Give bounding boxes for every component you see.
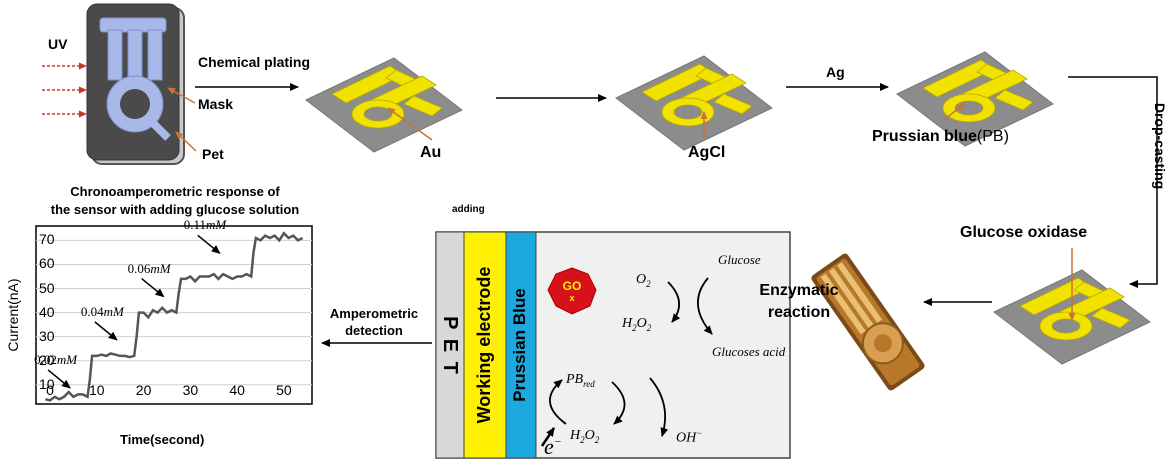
pb-label-bold: Prussian blue: [872, 128, 977, 145]
chart-annotations: [47, 234, 221, 389]
adding-label: adding: [452, 204, 485, 215]
cycle-arrow-pb-left: [549, 379, 567, 425]
x-tick-label: 50: [276, 382, 292, 398]
mask-device: [86, 3, 185, 165]
concentration-annotation: 0.02mM: [34, 351, 78, 367]
annotation-arrow: [141, 277, 165, 298]
pet-pointer: [175, 131, 197, 152]
x-tick-label: 40: [229, 382, 245, 398]
mask-label: Mask: [198, 96, 234, 112]
enzymatic-label-line2: reaction: [767, 304, 831, 321]
pet-label: Pet: [202, 146, 224, 162]
gox-badge: [547, 267, 597, 315]
glucose-acid-label: Glucoses acid: [712, 344, 786, 359]
y-tick-label: 20: [39, 351, 55, 368]
ag-label: Ag: [826, 64, 845, 80]
agcl-label: AgCl: [688, 144, 726, 161]
au-label: Au: [420, 144, 442, 161]
pb-pointer: [943, 103, 965, 121]
uv-rays: [42, 62, 87, 118]
sensor-au: [305, 57, 463, 153]
cycle-arrow-oh: [649, 377, 669, 437]
uv-label: UV: [48, 36, 68, 52]
amperometric-line1: Amperometric: [329, 306, 419, 321]
h2o2-top-label: H2O2: [622, 316, 652, 333]
annotation-arrow: [47, 369, 71, 389]
chart-series-line: [45, 231, 304, 402]
sensor-agcl: [615, 55, 773, 151]
glucose-label: Glucose: [718, 252, 761, 267]
chart-frame: [35, 225, 313, 405]
x-tick-label: 0: [46, 382, 54, 398]
drop-casting-label: Drop-casting: [1152, 102, 1168, 190]
chart-ylabel: Current(nA): [5, 278, 21, 352]
chart-title-line2: the sensor with adding glucose solution: [50, 202, 300, 217]
pb-label-plain: (PB): [976, 128, 1009, 145]
y-tick-label: 40: [39, 303, 55, 320]
x-tick-label: 20: [135, 382, 152, 398]
concentration-annotation: 0.04mM: [80, 303, 124, 319]
y-tick-label: 70: [39, 231, 55, 248]
concentration-annotation: 0.06mM: [127, 260, 171, 276]
glucose-oxidase-label: Glucose oxidase: [960, 224, 1088, 241]
cycle-arrow-pb-right: [611, 381, 626, 425]
layer-stack: [435, 231, 791, 459]
annotation-arrow: [197, 234, 221, 254]
pb-label: Prussian blue(PB): [872, 128, 1009, 146]
cycle-arrow-o2: [667, 281, 681, 323]
chemical-plating-label: Chemical plating: [198, 54, 311, 70]
concentration-annotation: 0.11mM: [183, 217, 227, 233]
pet-layer-label: P E T: [439, 316, 461, 376]
finished-sensor-strip: [811, 253, 925, 391]
o2-label: O2: [636, 272, 651, 289]
cycle-arrow-glucose: [697, 277, 713, 335]
prussian-blue-label: Prussian Blue: [510, 288, 529, 402]
oh-label: OH−: [676, 428, 703, 446]
y-tick-label: 10: [39, 375, 55, 392]
y-tick-label: 60: [39, 255, 55, 272]
arrow-drop-casting: [1068, 76, 1158, 288]
chart-title-line1: Chronoamperometric response of: [70, 184, 280, 199]
mask-pointer: [167, 87, 196, 104]
annotation-arrow: [94, 321, 118, 341]
y-tick-label: 50: [39, 279, 55, 296]
y-tick-label: 30: [39, 327, 55, 344]
electron-arrow: [540, 427, 556, 447]
chart-xlabel: Time(second): [120, 432, 205, 447]
working-electrode-label: Working electrode: [474, 266, 494, 424]
pb-red-label: PBred: [566, 372, 595, 389]
prussian-blue-layer: [505, 231, 537, 459]
enzymatic-label-line1: Enzymatic: [759, 282, 839, 299]
x-tick-label: 30: [182, 382, 199, 398]
x-tick-label: 10: [89, 382, 105, 398]
h2o2-bottom-label: H2O2: [570, 428, 600, 445]
amperometric-line2: detection: [345, 323, 403, 338]
working-electrode-layer: [463, 231, 507, 459]
au-pointer: [387, 107, 433, 141]
chart: [35, 225, 313, 405]
electron-label: e−: [544, 434, 562, 459]
